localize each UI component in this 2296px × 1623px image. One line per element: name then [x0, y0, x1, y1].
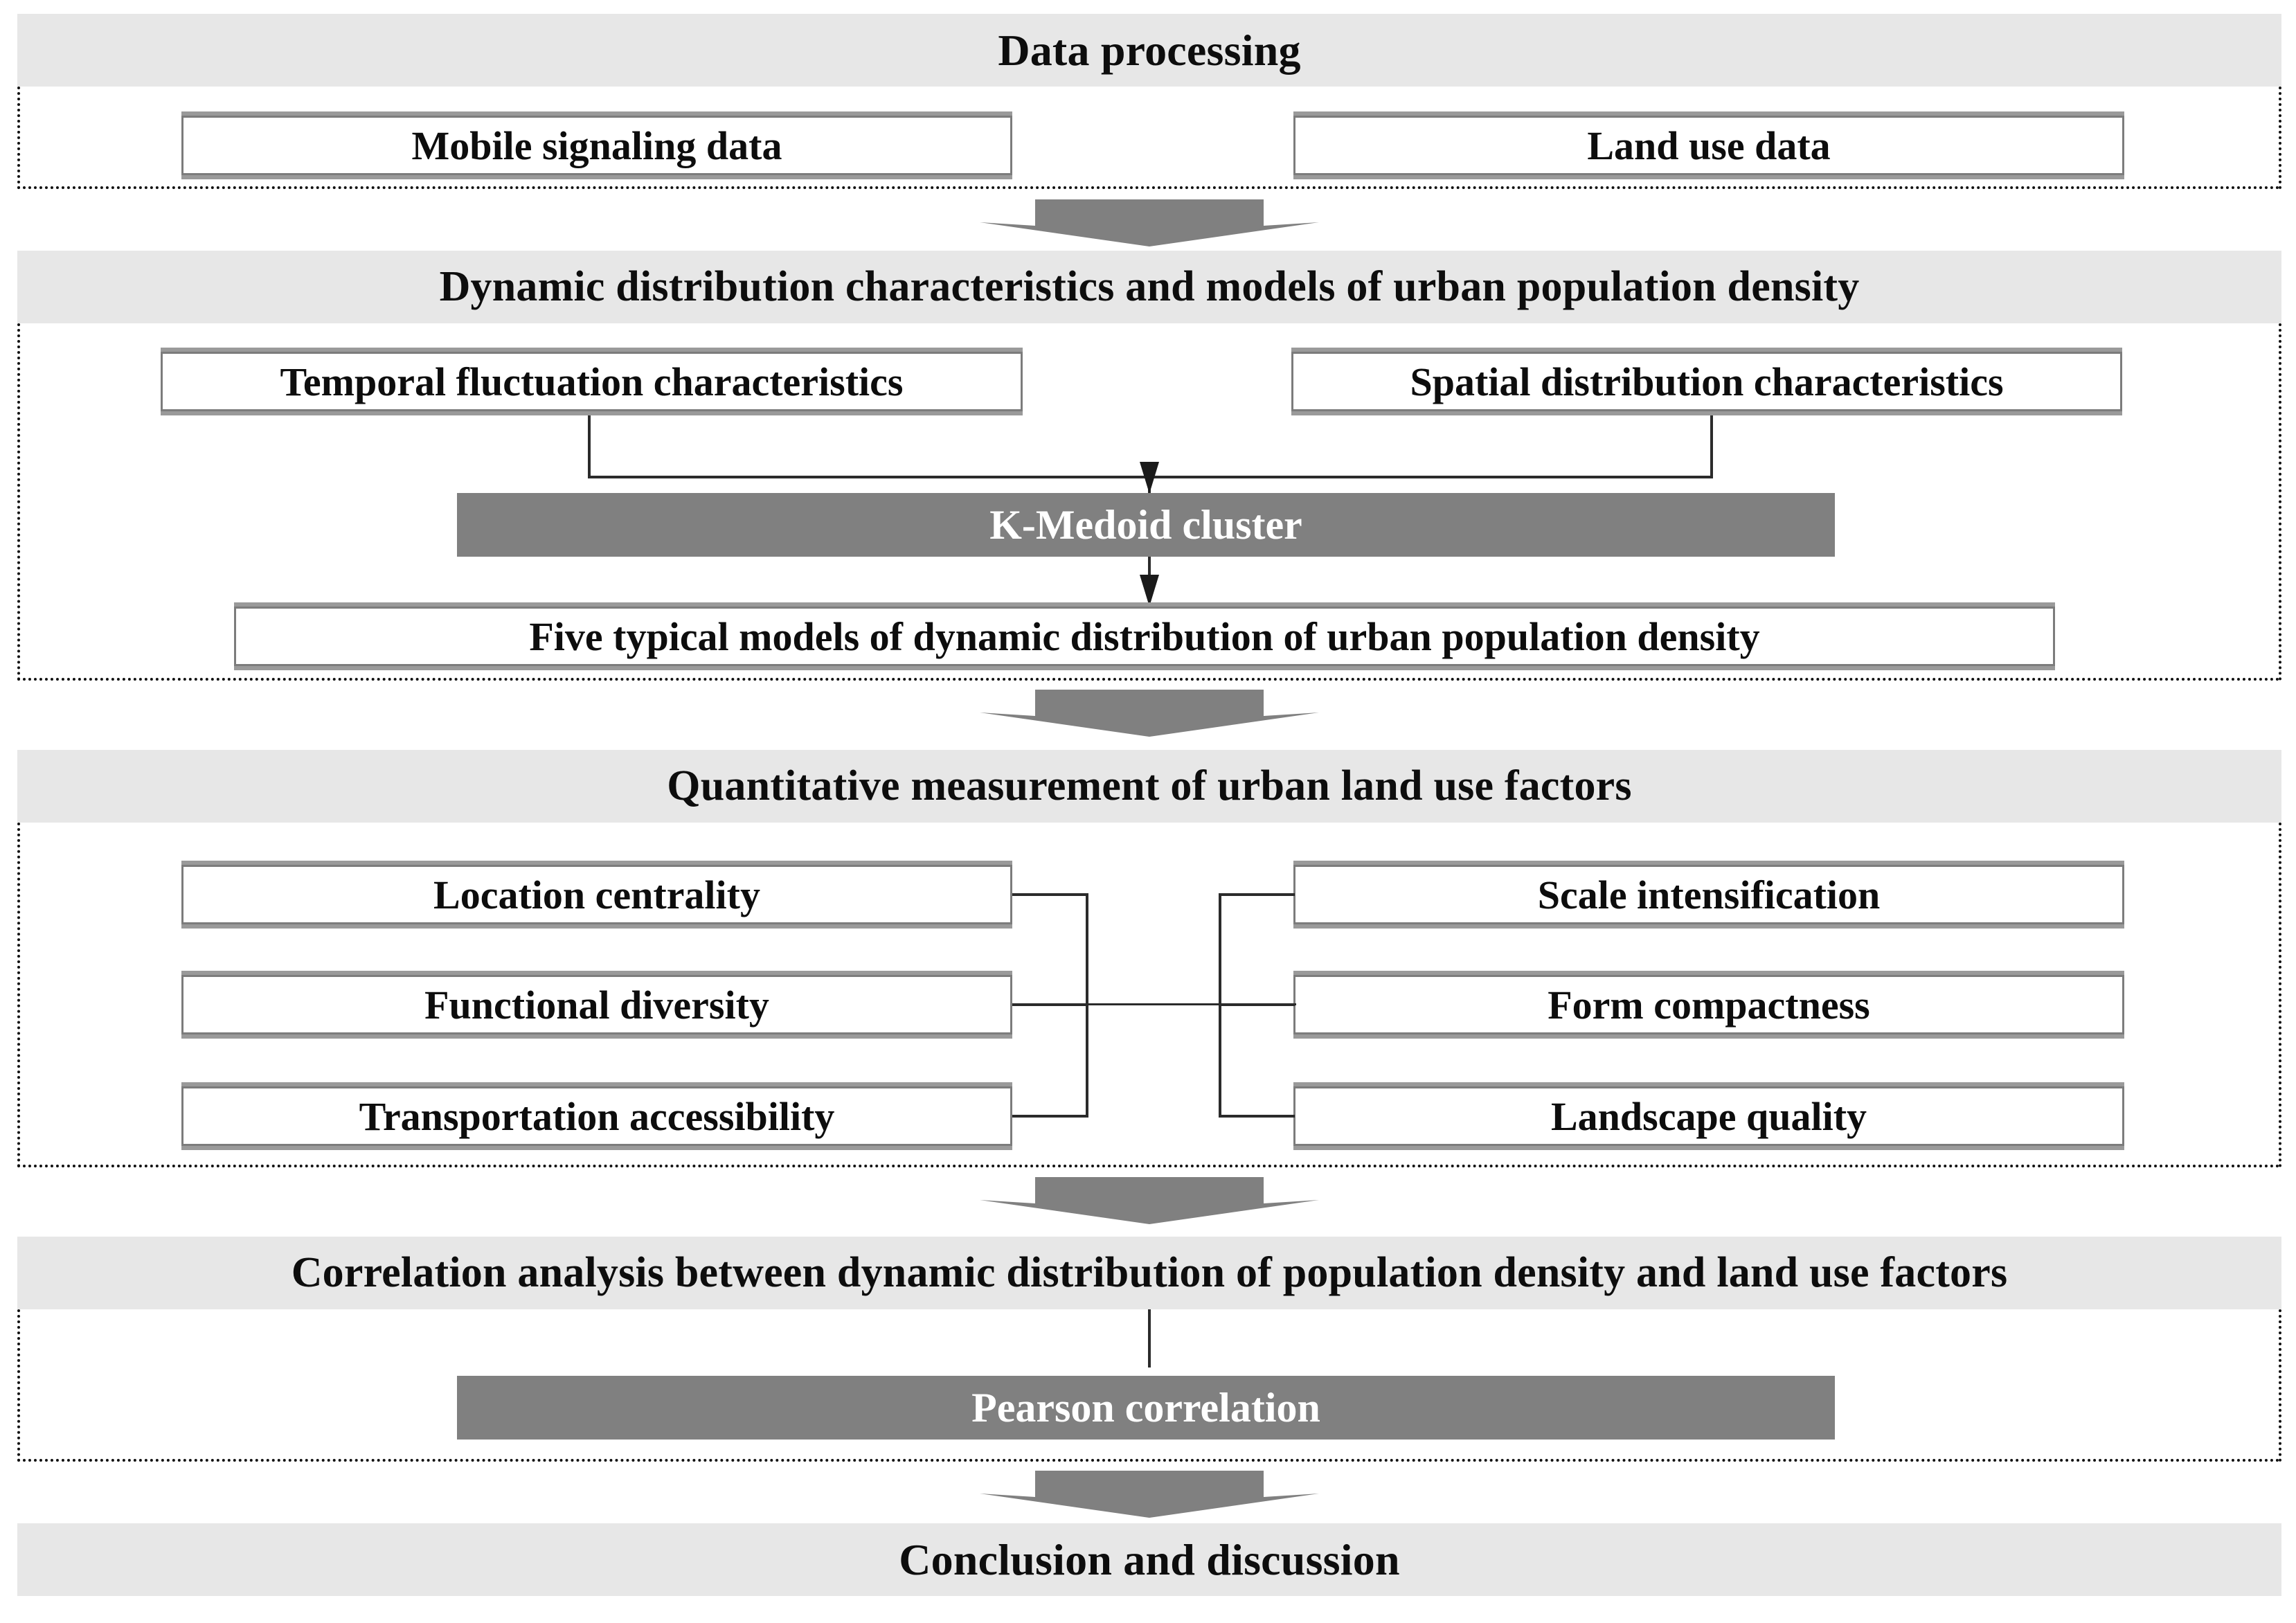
down-block-arrow-icon: [980, 199, 1319, 246]
connector-center-link: [1012, 1003, 1296, 1005]
connector-transportation-stub: [1012, 1115, 1088, 1118]
node-label: Land use data: [1587, 123, 1831, 168]
arrowhead-to-five-models: [1140, 575, 1159, 607]
node-label: Transportation accessibility: [359, 1093, 835, 1139]
stage-band-label: Conclusion and discussion: [899, 1534, 1400, 1584]
node-label: Functional diversity: [424, 982, 769, 1028]
node-temporal-fluctuation-characteristics[interactable]: Temporal fluctuation characteristics: [161, 348, 1023, 415]
stage-arrow-4: [980, 1471, 1319, 1518]
stage-container-land-use-factors: [17, 823, 2281, 1167]
node-transportation-accessibility[interactable]: Transportation accessibility: [181, 1082, 1012, 1150]
down-block-arrow-icon: [980, 1471, 1319, 1518]
connector-right-bus: [1219, 893, 1221, 1118]
method-k-medoid-cluster[interactable]: K-Medoid cluster: [457, 493, 1835, 557]
node-spatial-distribution-characteristics[interactable]: Spatial distribution characteristics: [1291, 348, 2122, 415]
down-block-arrow-icon: [980, 1177, 1319, 1224]
node-mobile-signaling-data[interactable]: Mobile signaling data: [181, 111, 1012, 179]
stage-arrow-2: [980, 690, 1319, 737]
stage-band-label: Data processing: [998, 25, 1301, 75]
stage-band-data-processing: Data processing: [17, 14, 2281, 87]
node-five-typical-models[interactable]: Five typical models of dynamic distribut…: [234, 602, 2055, 670]
stage-arrow-3: [980, 1177, 1319, 1224]
stage-arrow-1: [980, 199, 1319, 246]
node-functional-diversity[interactable]: Functional diversity: [181, 971, 1012, 1039]
method-label: K-Medoid cluster: [989, 501, 1302, 548]
method-pearson-correlation[interactable]: Pearson correlation: [457, 1376, 1835, 1440]
stage-band-correlation-analysis: Correlation analysis between dynamic dis…: [17, 1237, 2281, 1309]
connector-scale-stub: [1219, 893, 1295, 896]
connector-spatial-down: [1710, 415, 1713, 478]
node-label: Form compactness: [1548, 982, 1870, 1028]
stage-band-dynamic-distribution: Dynamic distribution characteristics and…: [17, 251, 2281, 323]
node-label: Location centrality: [433, 872, 760, 917]
connector-left-bus: [1086, 893, 1088, 1118]
node-form-compactness[interactable]: Form compactness: [1293, 971, 2124, 1039]
stage-container-correlation-analysis: [17, 1309, 2281, 1462]
stage-container-dynamic-distribution: [17, 323, 2281, 681]
node-label: Mobile signaling data: [411, 123, 782, 168]
node-scale-intensification[interactable]: Scale intensification: [1293, 861, 2124, 929]
node-label: Spatial distribution characteristics: [1410, 359, 2004, 404]
node-label: Landscape quality: [1550, 1093, 1867, 1139]
connector-band-to-pearson: [1148, 1309, 1151, 1368]
node-label: Five typical models of dynamic distribut…: [529, 613, 1760, 659]
node-label: Temporal fluctuation characteristics: [280, 359, 904, 404]
stage-band-conclusion: Conclusion and discussion: [17, 1523, 2281, 1596]
stage-band-label: Dynamic distribution characteristics and…: [439, 263, 1860, 310]
node-label: Scale intensification: [1537, 872, 1881, 917]
node-location-centrality[interactable]: Location centrality: [181, 861, 1012, 929]
down-block-arrow-icon: [980, 690, 1319, 737]
connector-temporal-down: [588, 415, 591, 478]
node-land-use-data[interactable]: Land use data: [1293, 111, 2124, 179]
arrowhead-to-kmedoid: [1140, 462, 1159, 494]
connector-landscape-stub: [1219, 1115, 1295, 1118]
method-label: Pearson correlation: [971, 1384, 1320, 1431]
stage-band-label: Quantitative measurement of urban land u…: [667, 762, 1632, 809]
node-landscape-quality[interactable]: Landscape quality: [1293, 1082, 2124, 1150]
stage-band-land-use-factors: Quantitative measurement of urban land u…: [17, 750, 2281, 823]
connector-location-stub: [1012, 893, 1088, 896]
stage-band-label: Correlation analysis between dynamic dis…: [291, 1249, 2008, 1296]
stage-container-data-processing: [17, 87, 2281, 189]
